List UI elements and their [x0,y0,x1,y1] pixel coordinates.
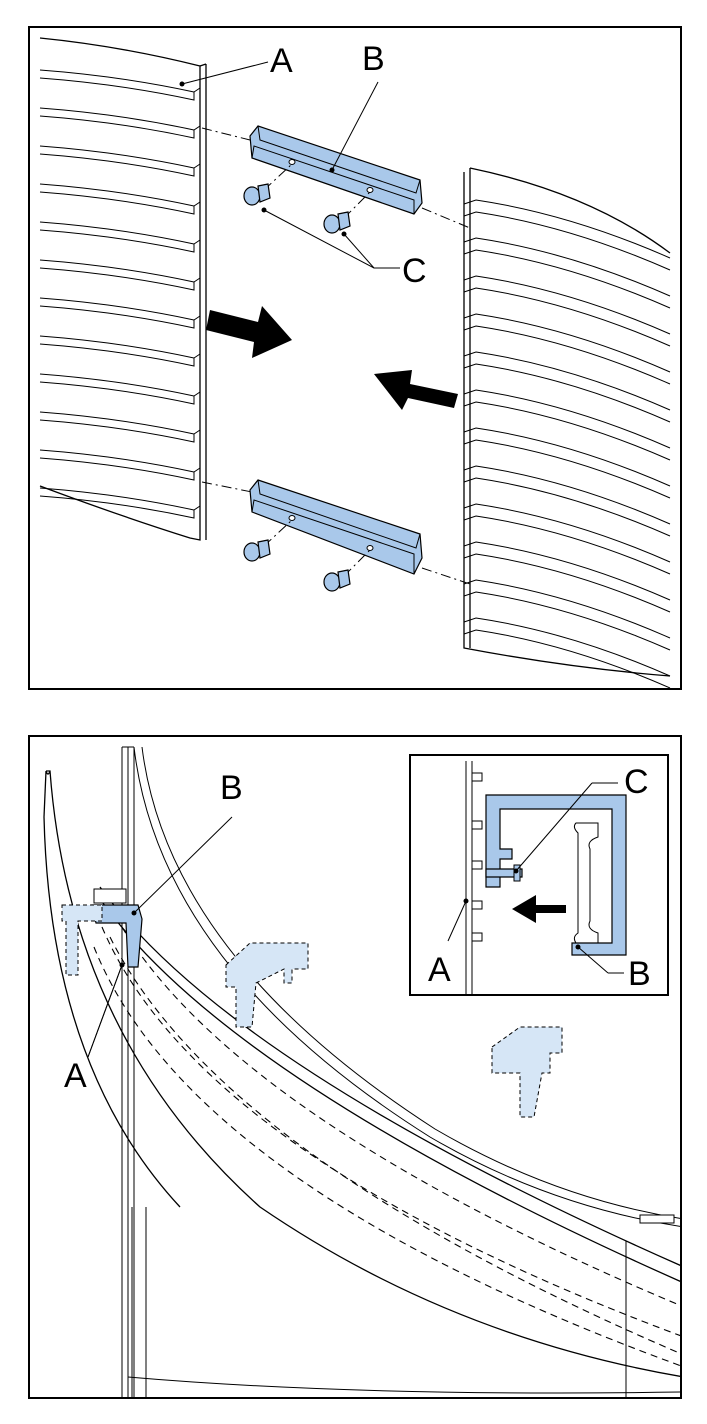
left-slatwall-panel [39,37,207,541]
label-c: C [402,252,427,290]
arrow-right-icon [206,306,292,358]
right-slat-groove [463,313,671,373]
left-slat-groove [39,305,195,329]
right-slat-groove [463,553,671,613]
left-slat-groove [39,191,195,215]
hidden-bracket-low [491,1026,563,1118]
left-slat-groove [39,267,195,291]
installed-connector-bracket [91,888,143,968]
left-slat-groove [39,145,201,169]
alignment-line [421,207,471,229]
hidden-bracket-top [61,904,103,976]
right-slat-groove [463,199,671,259]
right-slat-groove [463,629,671,688]
leader-line-b [133,816,233,914]
right-slat-groove [463,237,671,297]
hidden-bracket-mid [225,942,309,1028]
label-b: B [220,769,243,807]
label-b: B [362,40,385,78]
right-slat-groove [463,579,671,639]
left-slat-groove [39,297,201,321]
right-slat-groove [463,389,671,449]
label-a: A [270,42,293,80]
left-slat-groove [39,69,201,93]
left-slat-groove [39,487,201,511]
left-slat-groove [39,115,195,139]
right-slat-groove [463,617,671,677]
left-slat-groove [39,183,201,207]
arrow-left-icon [374,370,458,410]
inset-label-c: C [624,763,649,801]
right-slat-groove [463,275,671,335]
left-slat-groove [39,457,195,481]
inset-arrow-left-icon [512,895,566,923]
left-slat-groove [39,449,201,473]
right-slat-groove [463,465,671,525]
left-slat-groove [39,229,195,253]
inset-label-a: A [428,951,451,989]
screw-lower-left [243,519,293,562]
left-slat-groove [39,381,195,405]
right-slat-groove [463,249,671,309]
lower-connector-bracket [249,479,423,575]
label-a: A [64,1057,87,1095]
left-slat-groove [39,221,201,245]
left-slat-groove [39,259,201,283]
right-slat-groove [463,287,671,347]
edge-detail [639,1214,675,1224]
left-slat-groove [39,411,201,435]
alignment-line [201,127,251,141]
left-slat-groove [39,77,195,101]
right-slat-groove [463,401,671,461]
left-slat-groove [39,419,195,443]
screw-upper-left [243,163,293,206]
right-slat-groove [463,515,671,575]
left-slat-groove [39,373,201,397]
right-slat-groove [463,427,671,487]
exploded-view-drawing: A B C [39,37,671,688]
alignment-line [421,567,471,585]
installed-view-drawing: B A C A B [43,746,680,1397]
left-slat-groove [39,153,195,177]
hidden-track-lines [93,916,680,1367]
left-slat-groove [39,495,195,519]
screw-lower-right [323,549,371,592]
right-slat-groove [463,325,671,385]
left-slat-groove [39,335,201,359]
inset-label-b: B [628,955,651,993]
exploded-view-panel: A B C [28,26,682,690]
right-slat-groove [463,541,671,601]
right-slat-groove [463,477,671,537]
alignment-line [201,481,253,493]
right-slatwall-panel [463,167,671,688]
right-slat-groove [463,439,671,499]
inset-detail: C A B [409,754,669,996]
installed-view-panel: B A C A B [28,735,682,1399]
upper-connector-bracket [249,125,423,215]
right-slat-groove [463,503,671,563]
right-slat-groove [463,363,671,423]
right-slat-groove [463,351,671,411]
right-slat-groove [463,591,671,651]
left-slat-groove [39,107,201,131]
screw-upper-right [323,191,371,234]
leader-line-b [331,81,379,171]
left-slat-groove [39,343,195,367]
leader-line-a [181,61,269,85]
right-slat-groove [463,211,671,271]
